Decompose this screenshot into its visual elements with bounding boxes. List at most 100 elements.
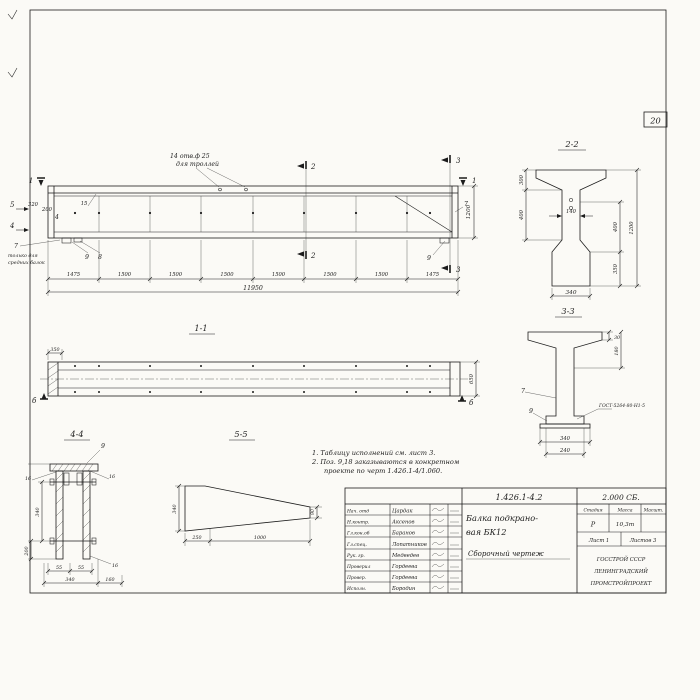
row-role: Рук. гр. (346, 553, 365, 559)
pos-9: 9 (101, 443, 105, 450)
cut-label-1: 1 (472, 177, 476, 185)
hatch (47, 362, 59, 395)
row-role: Исполн. (346, 586, 367, 592)
doc-number: 1.426.1-4.2 (495, 492, 542, 502)
dim-55: 55 (78, 565, 84, 571)
drawing-title-2: вая БК12 (466, 527, 506, 537)
dim-250: 250 (191, 535, 201, 541)
mass-value: 10,3т (616, 522, 635, 528)
dim-180: 180 (614, 346, 620, 355)
row-name: Лопатников (391, 542, 427, 548)
bearing-part (73, 237, 83, 243)
seg-dim: 1500 (323, 272, 337, 278)
cut-label-5: 5 (10, 201, 15, 209)
weld-note: ГОСТ-5264-80-Н1-5 (598, 403, 645, 409)
dim-350: 350 (50, 347, 59, 353)
mass-header: Масса (616, 508, 632, 514)
section-2-2: 2-2 300 400 140 1200 400 350 340 (519, 139, 641, 300)
dim-1200: 1200 (629, 221, 635, 235)
seg-dim: 1475 (67, 272, 80, 278)
doc-code: 2.000 СБ. (601, 493, 640, 502)
trolley-hole (244, 187, 248, 192)
page-number-box (643, 111, 668, 128)
cut-markers-4-5: 5 4 4 (9, 201, 59, 232)
row-name: Медведев (391, 553, 419, 559)
dim-200: 200 (41, 207, 53, 213)
title-block: 1.426.1-4.2 2.000 СБ. Нач. отд Цардак Н.… (344, 487, 667, 594)
org-line-1: ГОССТРОЙ СССР (596, 555, 646, 563)
note-left-1: только для (8, 253, 38, 259)
row-role: Нач. отд (346, 509, 369, 515)
sheet-frame: 20 (7, 9, 668, 594)
notes: 1. Таблицу исполнений см. лист 3. 2. Поз… (311, 449, 460, 475)
pos-7: 7 (464, 201, 468, 208)
section-title: 4-4 (69, 429, 83, 439)
dim-16: 16 (109, 474, 115, 480)
dim-16: 16 (112, 563, 118, 569)
hatch (55, 472, 64, 553)
seg-dim: 1500 (272, 272, 286, 278)
dim-400: 400 (613, 221, 619, 233)
section-title: 1-1 (194, 323, 207, 333)
row-role: Гл.спец. (346, 542, 367, 548)
stage-value: Р (590, 521, 596, 529)
cut-label-4: 4 (9, 222, 14, 230)
section-1-1: 1-1 350 650 б б (32, 323, 480, 407)
date-scribbles (450, 510, 459, 590)
callout-holes2: для троллей (176, 161, 219, 168)
dim-350: 350 (613, 263, 619, 274)
dim-340: 340 (172, 504, 178, 513)
dim-160: 160 (105, 577, 114, 583)
dim-320: 320 (28, 202, 39, 208)
pos-8: 8 (98, 254, 102, 261)
note-line-2: 2. Поз. 9,18 заказываются в конкретном (311, 458, 460, 466)
cut-label-3: 3 (456, 157, 461, 165)
trolley-hole (218, 187, 222, 192)
section-title: 3-3 (561, 306, 574, 316)
section-3-3: 3-3 7 9 ГОСТ-5264-80-Н1-5 30 180 340 240 (521, 306, 645, 458)
bearing-part (439, 237, 450, 244)
dim-340: 340 (65, 577, 74, 583)
row-role: Гл.кон.об (346, 530, 370, 537)
section-title: 2-2 (564, 139, 578, 149)
org-line-2: ЛЕНИНГРАДСКИЙ (593, 567, 648, 575)
dimension-chain: 1475 1500 1500 1500 1500 1500 1500 1475 … (45, 240, 461, 296)
dim-200: 200 (24, 546, 30, 556)
seg-dim: 1475 (426, 272, 439, 278)
dim-1200: 1200 (466, 204, 472, 219)
scale-header: Масшт. (643, 508, 664, 514)
seg-dim: 1500 (169, 272, 183, 278)
row-name: Бородин (391, 586, 416, 592)
cut-line-2: 2 2 (297, 161, 316, 260)
cut-label-4-inner: 4 (54, 214, 59, 221)
pos-7: 7 (521, 388, 525, 395)
bolt-dots (73, 211, 432, 215)
dim-55: 55 (56, 565, 62, 571)
pos-9: 9 (85, 254, 89, 261)
dim-400: 400 (519, 209, 525, 221)
cut-line-1: 1 1 (29, 177, 476, 186)
dim-140: 140 (566, 209, 577, 215)
sheets-total: Листов 3 (629, 538, 657, 544)
signature-rows: Нач. отд Цардак Н.контр. Аксенов Гл.кон.… (346, 507, 459, 592)
note-left-2: средних балок (8, 259, 45, 266)
row-name: Баранов (391, 531, 415, 537)
note-line-1: 1. Таблицу исполнений см. лист 3. (312, 449, 435, 457)
dim-240: 240 (559, 448, 571, 454)
marker-b: б (32, 397, 37, 405)
marker-b: б (469, 399, 474, 407)
note-line-3: проекте по черт 1.426.1-4/1.060. (324, 467, 442, 475)
drawing-title-1: Балка подкрано- (465, 513, 538, 523)
total-dim: 11950 (243, 285, 263, 292)
pos-7: 7 (14, 243, 18, 250)
seg-dim: 1500 (220, 272, 234, 278)
row-name: Аксенов (391, 520, 415, 526)
bolt-dots (74, 365, 431, 393)
section-4-4: 4-4 9 16 16 16 340 200 55 55 340 160 (24, 429, 125, 587)
cut-label-1: 1 (29, 177, 33, 185)
dim-1000: 1000 (254, 535, 266, 541)
cut-line-3: 3 3 (441, 155, 461, 274)
row-role: Проверил (346, 564, 371, 570)
